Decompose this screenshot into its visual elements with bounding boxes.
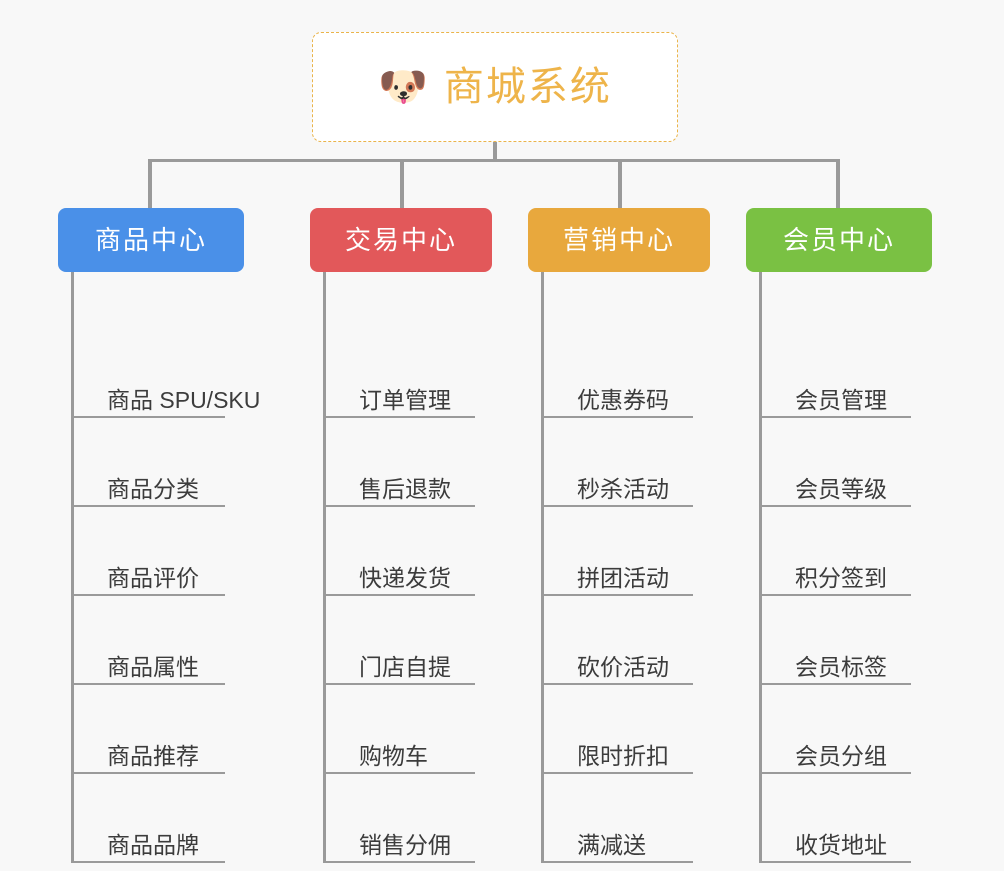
leaf-item-label: 购物车 (359, 743, 428, 769)
leaf-item-label: 商品评价 (107, 565, 199, 591)
leaf-underline (71, 861, 225, 863)
leaf-item-label: 收货地址 (795, 832, 887, 858)
leaf-item-label: 砍价活动 (577, 654, 669, 680)
leaf-item-label: 会员标签 (795, 654, 887, 680)
leaf-item-label: 会员分组 (795, 743, 887, 769)
root-node-content: 🐶 商城系统 (378, 67, 612, 107)
root-node[interactable]: 🐶 商城系统 (312, 32, 678, 142)
branch-column-trade-center: 交易中心订单管理售后退款快递发货门店自提购物车销售分佣 (310, 208, 492, 871)
leaf-underline (541, 505, 693, 507)
branch-column-member-center: 会员中心会员管理会员等级积分签到会员标签会员分组收货地址 (746, 208, 932, 871)
branch-items-product-center: 商品 SPU/SKU 商品分类商品评价商品属性商品推荐商品品牌 (58, 272, 260, 871)
leaf-item-label: 会员等级 (795, 476, 887, 502)
connector-horizontal-bus (148, 159, 840, 162)
leaf-item-label: 商品品牌 (107, 832, 199, 858)
branch-column-marketing-center: 营销中心优惠券码秒杀活动拼团活动砍价活动限时折扣满减送 (528, 208, 710, 871)
leaf-underline (323, 594, 475, 596)
leaf-item-label: 商品属性 (107, 654, 199, 680)
leaf-item-label: 优惠券码 (577, 387, 669, 413)
branch-items-trade-center: 订单管理售后退款快递发货门店自提购物车销售分佣 (310, 272, 492, 871)
branch-spine-marketing-center (541, 272, 544, 863)
leaf-underline (759, 416, 911, 418)
connector-drop-member-center (836, 159, 840, 208)
leaf-underline (71, 594, 225, 596)
leaf-item-label: 满减送 (577, 832, 646, 858)
leaf-underline (71, 416, 225, 418)
branch-header-marketing-center[interactable]: 营销中心 (528, 208, 710, 272)
branch-spine-product-center (71, 272, 74, 863)
leaf-item-label: 会员管理 (795, 387, 887, 413)
branch-column-product-center: 商品中心商品 SPU/SKU 商品分类商品评价商品属性商品推荐商品品牌 (58, 208, 260, 871)
leaf-item-label: 秒杀活动 (577, 476, 669, 502)
dog-face-icon: 🐶 (378, 64, 428, 110)
connector-root-stem (493, 142, 497, 162)
leaf-underline (323, 416, 475, 418)
leaf-item-label: 商品分类 (107, 476, 199, 502)
leaf-underline (323, 683, 475, 685)
leaf-item-label: 商品推荐 (107, 743, 199, 769)
branch-header-product-center[interactable]: 商品中心 (58, 208, 244, 272)
leaf-underline (541, 683, 693, 685)
branch-header-label: 交易中心 (344, 225, 457, 255)
branch-items-member-center: 会员管理会员等级积分签到会员标签会员分组收货地址 (746, 272, 932, 871)
branch-header-member-center[interactable]: 会员中心 (746, 208, 932, 272)
leaf-underline (759, 772, 911, 774)
leaf-item-label: 门店自提 (359, 654, 451, 680)
connector-drop-product-center (148, 159, 152, 208)
branch-header-label: 营销中心 (562, 225, 675, 255)
branch-header-label: 会员中心 (782, 225, 895, 255)
leaf-item-label: 销售分佣 (359, 832, 451, 858)
mindmap-canvas: 🐶 商城系统 商品中心商品 SPU/SKU 商品分类商品评价商品属性商品推荐商品品… (58, 32, 932, 863)
connector-drop-trade-center (400, 159, 404, 208)
leaf-item-label: 快递发货 (359, 565, 451, 591)
leaf-item-label: 商品 SPU/SKU (107, 387, 261, 413)
branch-spine-trade-center (323, 272, 326, 863)
leaf-underline (759, 861, 911, 863)
leaf-underline (71, 772, 225, 774)
root-node-title: 商城系统 (443, 65, 612, 109)
leaf-underline (71, 505, 225, 507)
branch-items-marketing-center: 优惠券码秒杀活动拼团活动砍价活动限时折扣满减送 (528, 272, 710, 871)
leaf-underline (541, 594, 693, 596)
leaf-underline (323, 861, 475, 863)
leaf-underline (541, 772, 693, 774)
branch-header-label: 商品中心 (94, 225, 207, 255)
leaf-item-label: 售后退款 (359, 476, 451, 502)
leaf-underline (759, 505, 911, 507)
leaf-item-label: 订单管理 (359, 387, 451, 413)
connector-drop-marketing-center (618, 159, 622, 208)
leaf-underline (759, 594, 911, 596)
leaf-underline (541, 861, 693, 863)
branch-header-trade-center[interactable]: 交易中心 (310, 208, 492, 272)
leaf-underline (323, 772, 475, 774)
leaf-item-label: 限时折扣 (577, 743, 669, 769)
branch-spine-member-center (759, 272, 762, 863)
leaf-underline (541, 416, 693, 418)
leaf-underline (759, 683, 911, 685)
leaf-item-label: 拼团活动 (577, 565, 669, 591)
leaf-underline (71, 683, 225, 685)
leaf-item-label: 积分签到 (795, 565, 887, 591)
leaf-underline (323, 505, 475, 507)
